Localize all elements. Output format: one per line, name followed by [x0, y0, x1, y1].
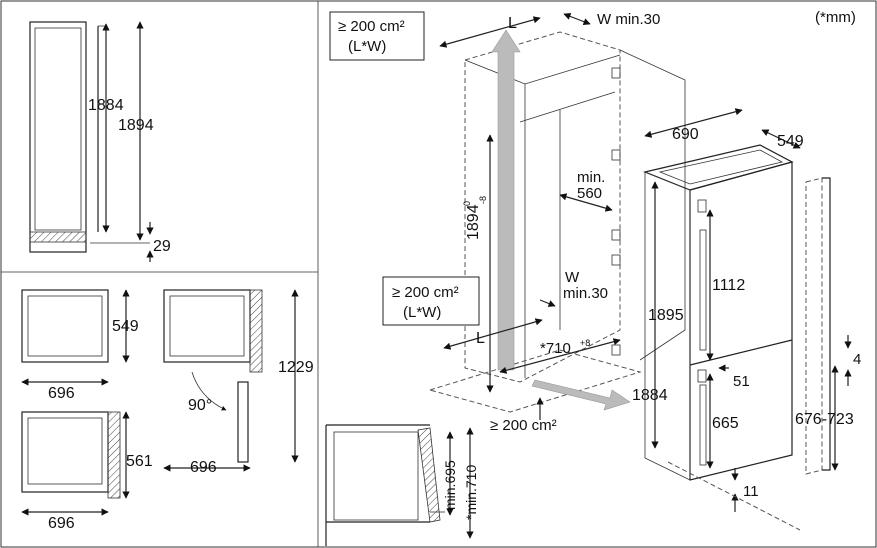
- appliance-gap-51: 51: [733, 373, 750, 390]
- hinge-icons: [611, 67, 621, 356]
- detail-min695: min.695: [442, 460, 458, 510]
- dim-696-plan-1: 696: [48, 385, 75, 402]
- vent-box-bottom: [382, 276, 480, 326]
- detail-inset: min.695 *min.710: [325, 424, 479, 546]
- appliance-height-1895: 1895: [648, 307, 684, 324]
- L-top: L: [508, 15, 517, 32]
- door-range: 676-723: [795, 411, 854, 428]
- appliance-lower-665: 665: [712, 415, 739, 432]
- dim-1229: 1229: [278, 359, 314, 376]
- min-depth-a: min.: [577, 169, 605, 186]
- vent-bottom-label: ≥ 200 cm²: [392, 284, 459, 301]
- W-bottom-b: min.30: [563, 285, 608, 302]
- L-bottom: L: [476, 330, 485, 347]
- appliance-foot-11: 11: [743, 483, 759, 500]
- dim-561: 561: [126, 453, 153, 470]
- dim-29: 29: [153, 238, 171, 255]
- plan-view-1: 549 696: [21, 289, 139, 402]
- vent-bottom-unit: (L*W): [403, 304, 441, 321]
- plan-view-3: 561 696: [21, 411, 153, 532]
- dim-1884-top-left: 1884: [88, 97, 124, 114]
- dim-1894-top-left: 1894: [118, 117, 154, 134]
- dim-696-plan-3: 696: [48, 515, 75, 532]
- plan-view-2: 1229 90° 696: [163, 289, 314, 476]
- dim-549-plan: 549: [112, 318, 139, 335]
- niche-height: 1894: [465, 204, 482, 240]
- vent-arrow-floor: [531, 379, 631, 411]
- dim-696-plan-2: 696: [190, 459, 217, 476]
- niche-width: *710: [540, 340, 571, 357]
- appliance-depth: 549: [777, 133, 804, 150]
- niche-height-tol-bottom: -8: [478, 196, 488, 204]
- angle-90: 90°: [188, 397, 212, 414]
- vent-floor-label: ≥ 200 cm²: [490, 417, 557, 434]
- door-gap-4: 4: [853, 351, 861, 368]
- vent-box-top: [329, 11, 425, 61]
- vent-top-label: ≥ 200 cm²: [338, 18, 405, 35]
- appliance-width: 690: [672, 126, 699, 143]
- side-view-top-left: 1884 1894 29: [29, 21, 171, 262]
- W-min30-top: W min.30: [597, 11, 660, 28]
- detail-min710: *min.710: [463, 465, 479, 520]
- appliance-drawing: 690 549 1895 1112 51 665 1884 11 4 676-7…: [632, 108, 861, 531]
- vent-arrow-up: [491, 29, 521, 371]
- niche-height-tol-top: 0: [462, 201, 472, 206]
- min-depth-b: 560: [577, 185, 602, 202]
- niche-drawing: ≥ 200 cm² (L*W) ≥ 200 cm² (L*W) L W min.…: [329, 11, 686, 434]
- W-bottom-a: W: [565, 269, 580, 286]
- niche-width-tol: +8: [580, 338, 590, 348]
- appliance-height-1884: 1884: [632, 387, 668, 404]
- appliance-upper-1112: 1112: [712, 277, 745, 294]
- vent-top-unit: (L*W): [348, 38, 386, 55]
- unit-note: (*mm): [815, 9, 856, 26]
